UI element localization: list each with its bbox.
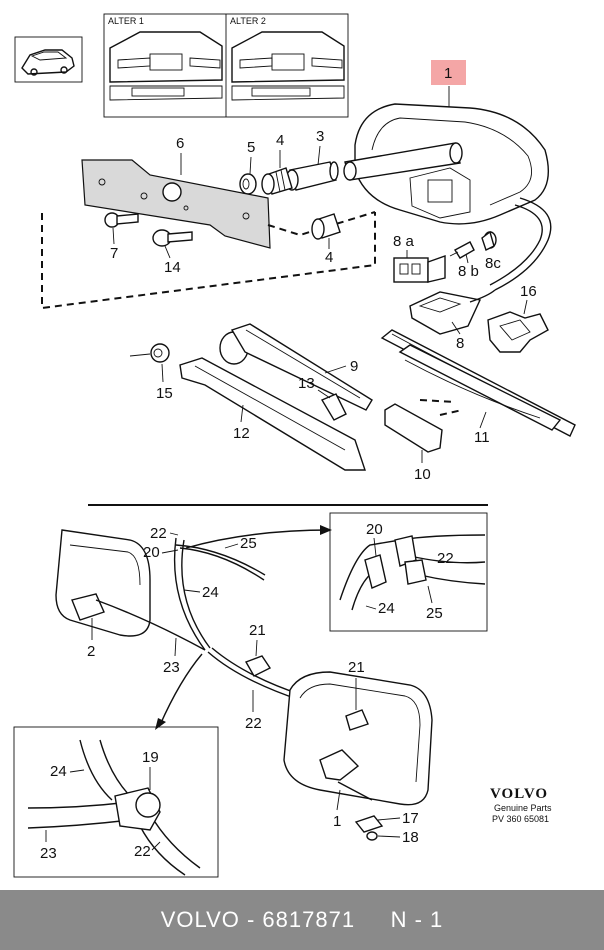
part-11-wiper-blade (380, 329, 576, 437)
part-2-right-nozzle (319, 749, 373, 801)
callout-24-b: 24 (378, 600, 395, 617)
footer-part-number: VOLVO - 6817871 N - 1 (160, 907, 444, 932)
part-18-screw (366, 831, 378, 841)
alter-1-label: ALTER 1 (108, 16, 144, 26)
callout-2-left: 2 (87, 643, 95, 660)
part-2-left-nozzle (71, 593, 206, 651)
callout-18: 18 (402, 829, 419, 846)
part-9-wiper-arm (219, 323, 373, 411)
inset-t-connector (329, 512, 488, 632)
part-17-clip (354, 815, 384, 833)
callout-11: 11 (474, 429, 490, 446)
parts-diagram: ALTER 1 ALTER 2 1 3 (13, 13, 576, 878)
part-14-bolt (152, 229, 193, 247)
callout-22-d: 22 (134, 843, 151, 860)
callout-21-a: 21 (249, 622, 266, 639)
callout-14: 14 (164, 259, 181, 276)
part-5-washer (239, 173, 257, 195)
part-16-clip (487, 311, 549, 353)
part-10-blade-cover (384, 403, 443, 453)
part-15-nut (129, 343, 170, 363)
callout-20-b: 20 (366, 521, 383, 538)
left-headlamp (55, 529, 151, 637)
inset-t-joint (13, 726, 219, 878)
callout-4-lower: 4 (325, 249, 333, 266)
callout-10: 10 (414, 466, 431, 483)
front-view-panel: ALTER 1 ALTER 2 (103, 13, 349, 118)
callout-16: 16 (520, 283, 537, 300)
part-13-spring (320, 393, 347, 421)
callout-8c: 8c (485, 255, 501, 272)
callout-13: 13 (298, 375, 315, 392)
part-21-clip-b (345, 709, 369, 731)
footer-bar: VOLVO - 6817871 N - 1 (0, 890, 604, 950)
part-8-connector (409, 289, 496, 335)
callout-17: 17 (402, 810, 419, 827)
part-catalog-code: PV 360 65081 (492, 814, 549, 824)
callout-8a: 8 a (393, 233, 415, 250)
callout-22-b: 22 (245, 715, 262, 732)
genuine-parts-text: Genuine Parts (494, 803, 552, 813)
part-21-clip-a (244, 655, 272, 677)
hose-25 (175, 544, 266, 576)
wiper-motor (343, 103, 552, 291)
callout-23-a: 23 (163, 659, 180, 676)
callout-8b: 8 b (458, 263, 479, 280)
pointer-to-inset (159, 653, 203, 726)
volvo-branding: VOLVO Genuine Parts PV 360 65081 (490, 786, 552, 824)
part-8b-terminal (449, 241, 475, 259)
callout-25-a: 25 (240, 535, 257, 552)
callout-22-a: 22 (150, 525, 167, 542)
callout-15: 15 (156, 385, 173, 402)
part-6-bracket (81, 159, 271, 249)
callout-4-top: 4 (276, 132, 284, 149)
callout-8: 8 (456, 335, 464, 352)
callout-1: 1 (444, 65, 452, 82)
alter-2-label: ALTER 2 (230, 16, 266, 26)
callout-5: 5 (247, 139, 255, 156)
callout-25-b: 25 (426, 605, 443, 622)
callout-7: 7 (110, 245, 118, 262)
car-thumbnail (14, 36, 83, 83)
part-12-arm-cover (179, 357, 366, 471)
callout-12: 12 (233, 425, 250, 442)
callout-1-highlight (431, 60, 466, 85)
part-8c-seal (481, 230, 497, 251)
callout-6: 6 (176, 135, 184, 152)
part-8a-connector (393, 255, 446, 283)
volvo-logo: VOLVO (490, 786, 548, 802)
part-3-sleeve (285, 161, 339, 191)
part-7-bolt (104, 212, 139, 228)
right-headlamp (283, 671, 433, 806)
callout-20-a: 20 (143, 544, 160, 561)
hose-24-upper (173, 537, 206, 651)
callout-9: 9 (350, 358, 358, 375)
callout-1-lower: 1 (333, 813, 341, 830)
part-4-lower-nut (311, 213, 341, 240)
callout-24-a: 24 (202, 584, 219, 601)
callout-23-b: 23 (40, 845, 57, 862)
callout-3: 3 (316, 128, 324, 145)
callout-19: 19 (142, 749, 159, 766)
callout-24-c: 24 (50, 763, 67, 780)
part-4-nut (261, 167, 293, 195)
callout-21-b: 21 (348, 659, 365, 676)
callout-22-c: 22 (437, 550, 454, 567)
